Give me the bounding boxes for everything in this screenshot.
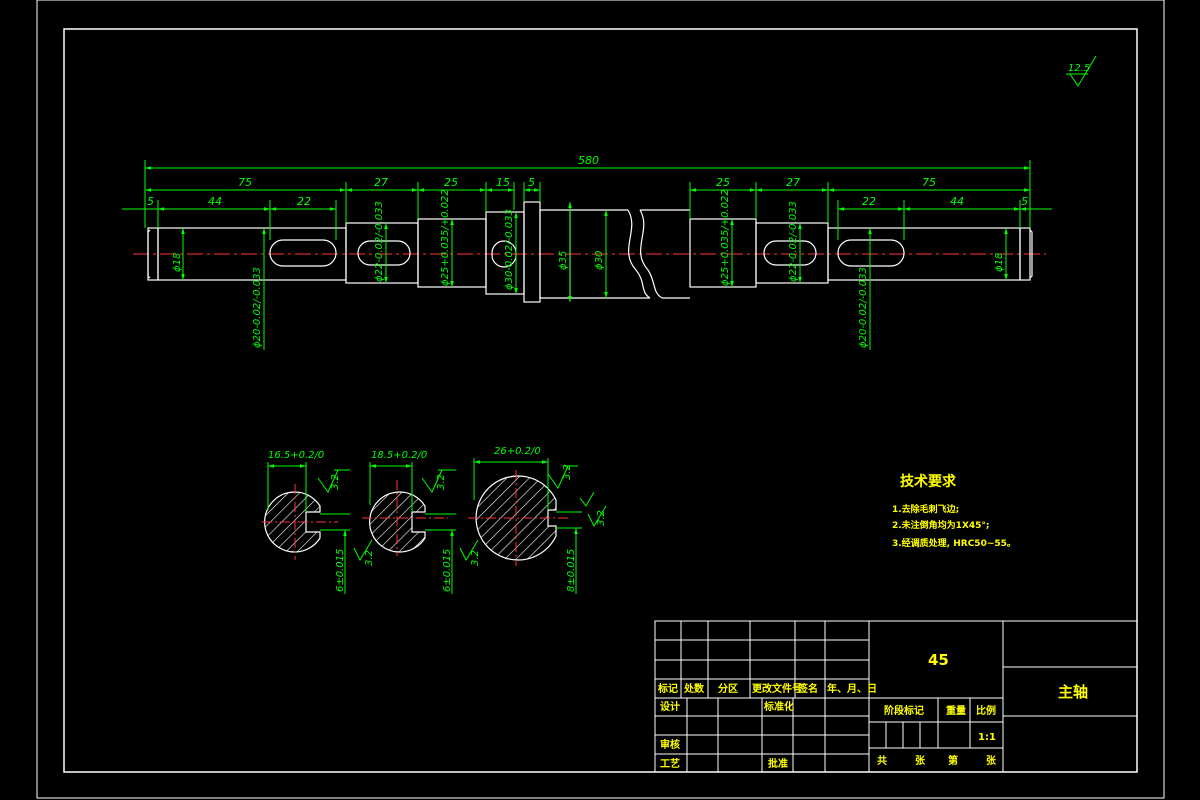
dim-27-left: 27	[374, 176, 388, 189]
tb-part-name: 主轴	[1058, 683, 1088, 701]
roughness-value: 12.5	[1068, 63, 1090, 74]
tb-col-mark: 标记	[657, 682, 678, 695]
tb-material: 45	[928, 651, 949, 669]
tb-review: 审核	[660, 738, 680, 751]
dim-25-left: 25	[444, 176, 458, 189]
dia-20-right: ϕ20-0.02/-0.033	[858, 267, 869, 348]
title-block: 标记 处数 分区 更改文件号 签名 年、月、日 设计 标准化 审核 工艺 批准 …	[654, 620, 1138, 773]
tb-ratio: 比例	[976, 704, 996, 717]
dim-15: 15	[496, 176, 510, 189]
requirement-2: 2.未注倒角均为1X45°;	[892, 519, 990, 531]
dia-25-left: ϕ25+0.035/+0.022	[440, 189, 451, 286]
tb-process: 工艺	[660, 757, 680, 770]
section-2-depth: 18.5+0.2/0	[371, 450, 427, 461]
tb-col-sign: 签名	[797, 682, 818, 695]
section-3-rough-b: 3.2	[596, 510, 607, 526]
technical-requirements: 技术要求 1.去除毛刺飞边; 2.未注倒角均为1X45°; 3.经调质处理, H…	[892, 473, 1016, 549]
section-3: 26+0.2/0 8±0.015 3.2 3.2	[468, 446, 607, 594]
dim-left-44: 44	[208, 195, 222, 208]
dim-5-collar: 5	[528, 176, 535, 189]
dim-25-right: 25	[716, 176, 730, 189]
tb-col-change-doc: 更改文件号	[752, 682, 802, 695]
dim-left-22: 22	[297, 195, 311, 208]
tb-design: 设计	[660, 700, 680, 713]
dia-30-mid: ϕ30	[594, 251, 605, 270]
dim-left-75: 75	[238, 176, 252, 189]
dia-18-right: ϕ18	[994, 253, 1005, 272]
dia-22-left: ϕ22-0.02/-0.033	[374, 201, 385, 282]
roughness-symbol-corner: 12.5	[1066, 55, 1097, 87]
section-3-width: 8±0.015	[566, 549, 577, 592]
section-2: 18.5+0.2/0 6±0.015 3.2 3.2	[362, 450, 481, 594]
inner-frame	[63, 28, 1138, 773]
dia-30-left: ϕ30-0.02/-0.033	[504, 209, 515, 290]
tb-sheet: 张	[915, 754, 926, 767]
tb-total: 共	[877, 754, 887, 767]
dim-left-5: 5	[147, 195, 154, 208]
tb-sheet2: 张	[986, 754, 997, 767]
tb-standard: 标准化	[763, 700, 794, 713]
outer-border	[36, 0, 1165, 799]
requirement-3: 3.经调质处理, HRC50~55。	[892, 537, 1016, 549]
requirements-title: 技术要求	[900, 473, 957, 490]
tb-page: 第	[948, 754, 958, 767]
dia-22-right: ϕ22-0.02/-0.033	[788, 201, 799, 282]
dim-27-right: 27	[786, 176, 800, 189]
tb-weight: 重量	[946, 704, 966, 717]
dia-25-right: ϕ25+0.035/+0.022	[720, 189, 731, 286]
section-1-depth: 16.5+0.2/0	[268, 450, 324, 461]
section-2-rough-a: 3.2	[436, 474, 447, 490]
section-1: 16.5+0.2/0 6±0.015 3.2 3.2	[262, 450, 375, 594]
tb-col-date: 年、月、日	[827, 682, 877, 695]
dim-right-5: 5	[1021, 195, 1028, 208]
dim-right-22: 22	[862, 195, 876, 208]
tb-approve: 批准	[768, 757, 788, 770]
dia-18-left: ϕ18	[172, 253, 183, 272]
section-1-width: 6±0.015	[335, 549, 346, 592]
section-1-rough-a: 3.2	[330, 474, 341, 490]
dim-right-75: 75	[922, 176, 936, 189]
section-1-rough-b: 3.2	[364, 550, 375, 566]
dim-overall-length: 580	[578, 154, 599, 167]
section-2-rough-b: 3.2	[470, 550, 481, 566]
shaft-main-view: 580 75 27 25 15 5 25 27 75 5 44 22 22 44…	[122, 154, 1052, 350]
section-3-depth: 26+0.2/0	[494, 446, 541, 457]
dia-20-left: ϕ20-0.02/-0.033	[252, 267, 263, 348]
tb-stage-mark: 阶段标记	[884, 704, 924, 717]
section-views: 16.5+0.2/0 6±0.015 3.2 3.2 18.5+0.2/0 6	[262, 446, 607, 594]
section-2-width: 6±0.015	[442, 549, 453, 592]
requirement-1: 1.去除毛刺飞边;	[892, 503, 959, 515]
tb-scale: 1:1	[978, 732, 996, 743]
section-3-rough-a: 3.2	[562, 464, 573, 480]
dia-35: ϕ35	[558, 251, 569, 270]
tb-col-count: 处数	[683, 682, 705, 695]
tb-col-zone: 分区	[718, 682, 738, 695]
dim-right-44: 44	[950, 195, 964, 208]
